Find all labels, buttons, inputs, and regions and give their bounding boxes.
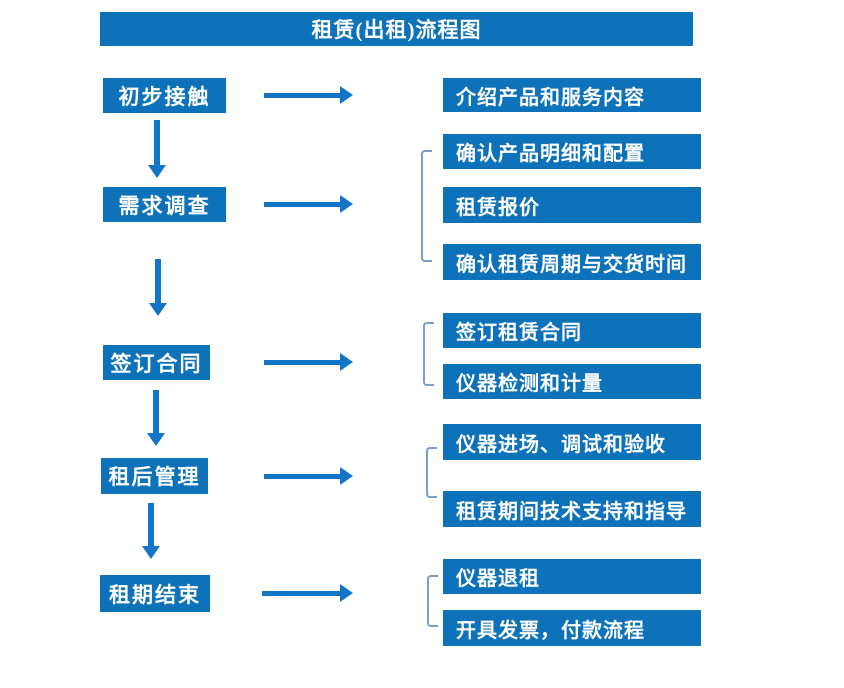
right-arrow-shaft <box>264 92 340 98</box>
output-box-rental-quotation: 租赁报价 <box>443 187 701 223</box>
down-arrow-4 <box>142 503 160 559</box>
right-arrow-5 <box>262 584 353 602</box>
right-arrow-head-icon <box>340 195 353 213</box>
right-arrow-head-icon <box>340 86 353 104</box>
output-box-sign-rental-contract: 签订租赁合同 <box>443 313 701 348</box>
down-arrow-head-icon <box>149 303 167 316</box>
step-box-initial-contact: 初步接触 <box>103 78 226 113</box>
right-arrow-2 <box>264 195 353 213</box>
down-arrow-shaft <box>154 120 160 165</box>
step-box-demand-survey: 需求调查 <box>103 187 226 222</box>
step-box-sign-contract: 签订合同 <box>103 345 210 380</box>
step-box-post-rental-management: 租后管理 <box>101 458 208 494</box>
output-box-technical-support: 租赁期间技术支持和指导 <box>443 491 701 527</box>
right-arrow-1 <box>264 86 353 104</box>
right-arrow-head-icon <box>340 467 353 485</box>
down-arrow-shaft <box>155 259 161 303</box>
down-arrow-shaft <box>148 503 154 546</box>
step-box-rental-end: 租期结束 <box>100 575 210 612</box>
right-arrow-head-icon <box>340 353 353 371</box>
chart-title-banner: 租赁(出租)流程图 <box>100 12 693 46</box>
right-arrow-head-icon <box>340 584 353 602</box>
right-arrow-4 <box>264 467 353 485</box>
right-arrow-shaft <box>262 590 340 596</box>
down-arrow-1 <box>148 120 166 178</box>
down-arrow-head-icon <box>147 433 165 446</box>
right-arrow-3 <box>264 353 353 371</box>
output-box-confirm-rental-period: 确认租赁周期与交货时间 <box>443 244 701 280</box>
output-box-instrument-arrival: 仪器进场、调试和验收 <box>443 424 701 460</box>
down-arrow-shaft <box>153 390 159 433</box>
down-arrow-head-icon <box>148 165 166 178</box>
output-box-invoice-payment: 开具发票，付款流程 <box>443 610 701 646</box>
chart-title: 租赁(出租)流程图 <box>311 18 482 42</box>
group-bracket-post-rental <box>426 447 437 498</box>
right-arrow-shaft <box>264 359 340 365</box>
group-bracket-sign-contract <box>423 322 434 386</box>
group-bracket-rental-end <box>427 575 438 627</box>
group-bracket-demand-survey <box>421 150 432 262</box>
right-arrow-shaft <box>264 201 340 207</box>
down-arrow-3 <box>147 390 165 446</box>
output-box-instrument-return: 仪器退租 <box>443 559 701 594</box>
output-box-instrument-testing: 仪器检测和计量 <box>443 364 701 399</box>
right-arrow-shaft <box>264 473 340 479</box>
output-box-introduce-products: 介绍产品和服务内容 <box>443 78 701 112</box>
output-box-confirm-product-details: 确认产品明细和配置 <box>443 134 701 169</box>
down-arrow-2 <box>149 259 167 316</box>
down-arrow-head-icon <box>142 546 160 559</box>
